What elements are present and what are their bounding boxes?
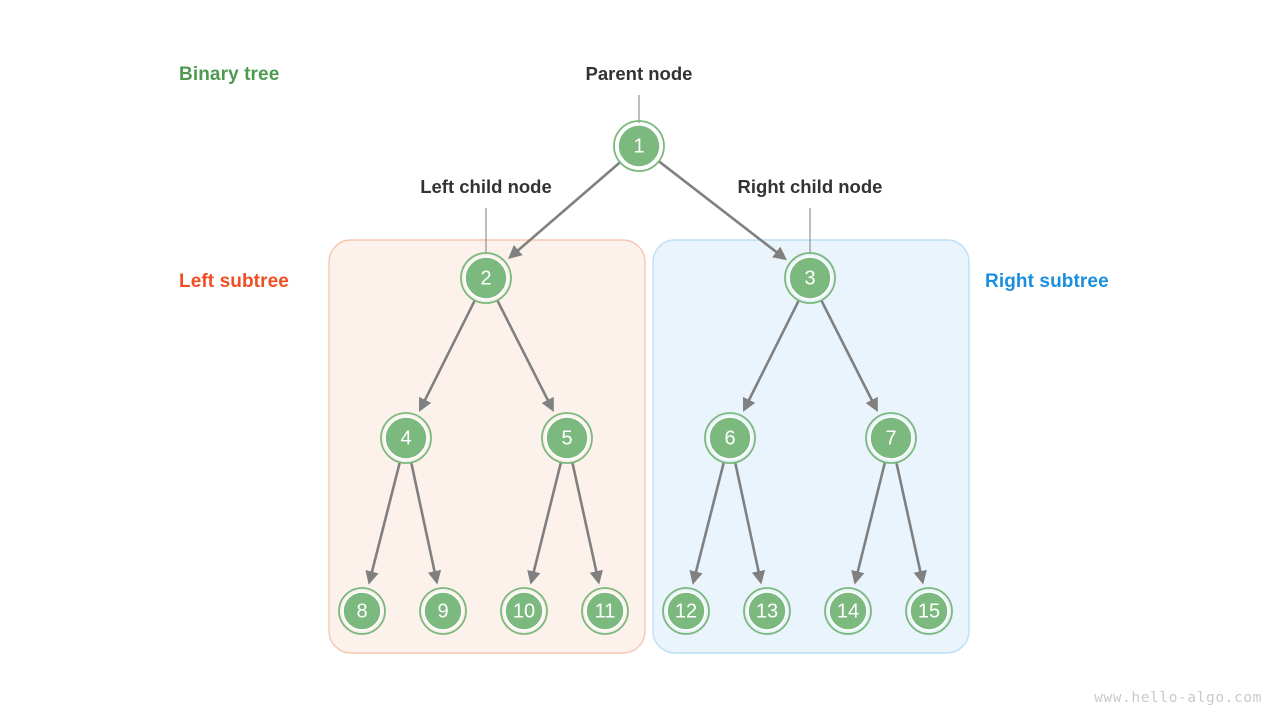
edge-n1-n3 (658, 160, 787, 261)
edge-n1-n2 (508, 161, 621, 259)
tree-node-11[interactable]: 11 (581, 587, 629, 635)
edge-n2-n5 (496, 300, 554, 413)
edge-n5-n10 (527, 462, 563, 585)
node-ring-icon (419, 587, 467, 635)
tree-node-13[interactable]: 13 (743, 587, 791, 635)
node-ring-icon (662, 587, 710, 635)
tree-edges (365, 160, 927, 585)
label-right-subtree: Right subtree (985, 271, 1109, 292)
edge-n7-n14 (851, 462, 887, 585)
region-left_subtree (328, 239, 646, 654)
node-value: 12 (675, 601, 697, 623)
node-ring-icon (380, 412, 432, 464)
subtree-regions (328, 239, 970, 654)
annotation-right_child_node: Right child node (738, 176, 883, 197)
edge-n3-n6 (743, 300, 800, 412)
label-left-subtree: Left subtree (179, 271, 289, 292)
node-value: 13 (756, 601, 778, 623)
tree-node-4[interactable]: 4 (380, 412, 432, 464)
region-box-left_subtree (328, 239, 646, 654)
node-disc (545, 416, 589, 460)
node-value: 6 (724, 428, 735, 450)
node-ring-icon (460, 252, 512, 304)
node-ring-icon (581, 587, 629, 635)
tree-node-10[interactable]: 10 (500, 587, 548, 635)
diagram-title: Binary tree (179, 64, 279, 85)
node-disc (585, 591, 625, 631)
annotation-left_child_node: Left child node (420, 176, 552, 197)
node-disc (504, 591, 544, 631)
node-ring-icon (865, 412, 917, 464)
node-ring-icon (743, 587, 791, 635)
tree-node-9[interactable]: 9 (419, 587, 467, 635)
node-ring-icon (824, 587, 872, 635)
edge-n4-n9 (410, 462, 442, 585)
node-disc (909, 591, 949, 631)
node-ring-icon (613, 120, 665, 172)
tree-node-3[interactable]: 3 (784, 252, 836, 304)
edge-n6-n12 (689, 462, 725, 585)
edge-n6-n13 (734, 462, 766, 585)
region-box-right_subtree (652, 239, 970, 654)
node-disc (384, 416, 428, 460)
node-disc (747, 591, 787, 631)
edge-n3-n7 (820, 300, 878, 413)
node-value: 15 (918, 601, 940, 623)
tree-node-12[interactable]: 12 (662, 587, 710, 635)
node-disc (788, 256, 832, 300)
node-value: 1 (633, 136, 644, 158)
tree-node-5[interactable]: 5 (541, 412, 593, 464)
tree-node-6[interactable]: 6 (704, 412, 756, 464)
region-right_subtree (652, 239, 970, 654)
tree-node-15[interactable]: 15 (905, 587, 953, 635)
node-ring-icon (541, 412, 593, 464)
node-value: 7 (885, 428, 896, 450)
edge-n4-n8 (365, 462, 401, 585)
tree-node-8[interactable]: 8 (338, 587, 386, 635)
edge-n2-n4 (419, 300, 476, 412)
node-disc (423, 591, 463, 631)
annotation-parent_node: Parent node (586, 63, 693, 84)
node-ring-icon (784, 252, 836, 304)
node-disc (464, 256, 508, 300)
node-disc (666, 591, 706, 631)
tree-node-1[interactable]: 1 (613, 120, 665, 172)
node-value: 10 (513, 601, 535, 623)
node-value: 9 (437, 601, 448, 623)
node-value: 11 (595, 601, 616, 623)
node-value: 8 (356, 601, 367, 623)
node-value: 5 (561, 428, 572, 450)
node-ring-icon (338, 587, 386, 635)
node-disc (869, 416, 913, 460)
node-disc (708, 416, 752, 460)
node-ring-icon (500, 587, 548, 635)
node-ring-icon (905, 587, 953, 635)
watermark: www.hello-algo.com (1094, 690, 1262, 706)
tree-node-2[interactable]: 2 (460, 252, 512, 304)
tree-node-14[interactable]: 14 (824, 587, 872, 635)
node-ring-icon (704, 412, 756, 464)
tree-node-7[interactable]: 7 (865, 412, 917, 464)
edge-n7-n15 (895, 462, 927, 585)
node-value: 14 (837, 601, 859, 623)
node-value: 4 (400, 428, 411, 450)
node-disc (342, 591, 382, 631)
node-disc (617, 124, 661, 168)
edge-n5-n11 (571, 462, 603, 585)
node-value: 3 (804, 268, 815, 290)
node-value: 2 (480, 268, 491, 290)
annotation-leaders (485, 95, 811, 254)
node-disc (828, 591, 868, 631)
